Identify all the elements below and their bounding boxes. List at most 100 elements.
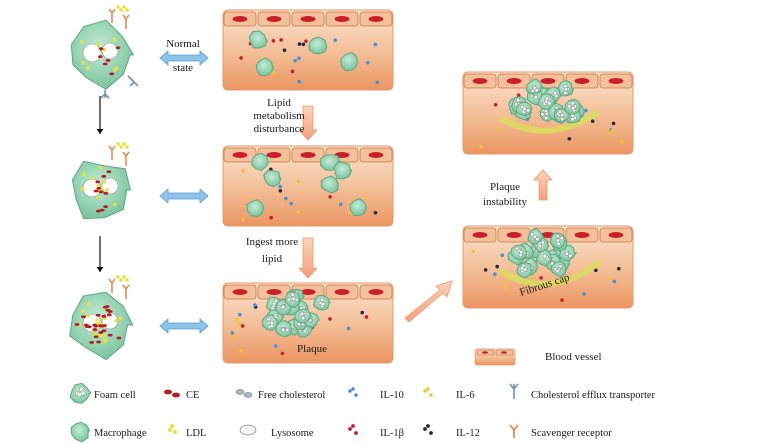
ce-particle (74, 323, 80, 326)
endothelial-nucleus (540, 78, 556, 84)
vessel-icon-nucleus (482, 351, 488, 354)
arrows-layer (96, 50, 553, 334)
ce-particle (100, 324, 105, 328)
svg-text:Lipid: Lipid (267, 97, 291, 109)
il6-dot (610, 128, 615, 133)
svg-text:state: state (173, 62, 193, 74)
ce-particle (106, 170, 112, 174)
foam-cell-icon (515, 101, 533, 117)
lipid-droplet (281, 327, 286, 332)
lipid-droplet (570, 105, 576, 111)
lipid-droplet (526, 108, 531, 113)
lysosome (82, 43, 102, 63)
lipid-droplet (535, 237, 540, 242)
il6-icon (429, 393, 433, 397)
vessel-normal (222, 9, 394, 91)
scavenger-receptor-icon (108, 8, 116, 23)
lipid-droplet (564, 251, 570, 256)
cells-layer (69, 5, 602, 361)
double-arrow-plaque (159, 318, 209, 334)
arrow-lipid-disturbance (298, 105, 318, 141)
lipid-droplet (557, 109, 563, 114)
scavenger-receptor-icon (108, 278, 116, 293)
il1b-dot (539, 276, 543, 280)
foam-cell-icon (527, 228, 545, 245)
lipid-droplet (301, 316, 306, 321)
foam-cell-icon (564, 98, 582, 115)
label-ingest-more: Ingest more lipid (246, 236, 298, 265)
ce-particle (99, 208, 105, 212)
ldl-particle (82, 172, 87, 176)
ce-particle (107, 333, 113, 337)
il12-dot (567, 136, 572, 141)
il6-dot (503, 285, 508, 290)
svg-text:Normal: Normal (166, 38, 200, 50)
scavenger-receptor-icon (122, 151, 130, 166)
ce-particle (116, 336, 122, 340)
il12-icon (426, 424, 430, 428)
endothelial-nucleus (232, 152, 248, 158)
ldl-particle (102, 180, 107, 184)
ldl-icon (170, 424, 174, 428)
ce-particle (89, 341, 95, 344)
il1b-dot (280, 351, 285, 356)
il6-dot (471, 249, 476, 254)
macrophage-icon (248, 30, 268, 49)
lipid-droplet (555, 238, 560, 243)
endothelial-nucleus (574, 232, 590, 238)
il10-dot (582, 292, 586, 296)
ldl-particle (96, 195, 100, 200)
foam-cell-icon (510, 244, 528, 261)
il6-dot (606, 131, 611, 135)
foam-cell-icon (516, 262, 534, 279)
il12-dot (483, 268, 488, 272)
label-lipid-disturbance: Lipid metabolism disturbance (253, 97, 305, 135)
scavenger-receptor-icon (122, 14, 130, 29)
legend-scavenger-label: Scavenger receptor (531, 428, 612, 439)
double-arrow-early (159, 188, 209, 204)
lipid-droplet (542, 254, 547, 259)
macrophage-large (69, 275, 134, 361)
ce-particle (106, 313, 112, 317)
lipid-droplet (321, 301, 326, 307)
lipid-droplet (302, 329, 307, 334)
il1b-dot (290, 69, 295, 74)
lipid-droplet (545, 96, 550, 101)
il12-icon (423, 427, 427, 431)
double-arrow-normal (159, 50, 209, 66)
macrophage-large-body (70, 19, 135, 90)
ldl-particle (102, 339, 107, 344)
il12-dot (594, 268, 598, 273)
ldl-particle (119, 8, 123, 12)
il1b-dot (493, 103, 498, 107)
lipid-droplet (568, 253, 573, 258)
il10-dot (333, 38, 337, 43)
efflux-transporter-icon (100, 90, 110, 99)
lipid-droplet (320, 297, 325, 302)
lipid-droplet (553, 91, 558, 96)
efflux-transporter-icon (509, 383, 519, 399)
macrophage-icon (308, 36, 328, 55)
il12-dot (282, 48, 287, 53)
legend-efflux-label: Cholesterol efflux transporter (531, 390, 656, 401)
lipid-droplet (516, 98, 521, 103)
endothelial-nucleus (472, 78, 488, 84)
ce-icon (172, 392, 180, 398)
il6-dot (496, 127, 500, 132)
il10-icon (348, 389, 352, 393)
lipid-droplet (570, 101, 575, 106)
label-blood-vessel: Blood vessel (545, 351, 602, 363)
il10-dot (284, 196, 288, 201)
lipid-droplet (77, 391, 83, 397)
il6-icon (423, 389, 427, 393)
ce-particle (103, 205, 109, 209)
ldl-particle (114, 66, 119, 71)
ldl-particle (116, 5, 120, 9)
il1b-dot (269, 215, 273, 220)
foam-cell-icon (537, 93, 556, 111)
macrophage-icon (333, 161, 353, 180)
svg-text:metabolism: metabolism (253, 110, 305, 122)
ce-particle (95, 180, 101, 184)
macrophage-icon (340, 51, 359, 71)
ce-particle (97, 55, 103, 59)
